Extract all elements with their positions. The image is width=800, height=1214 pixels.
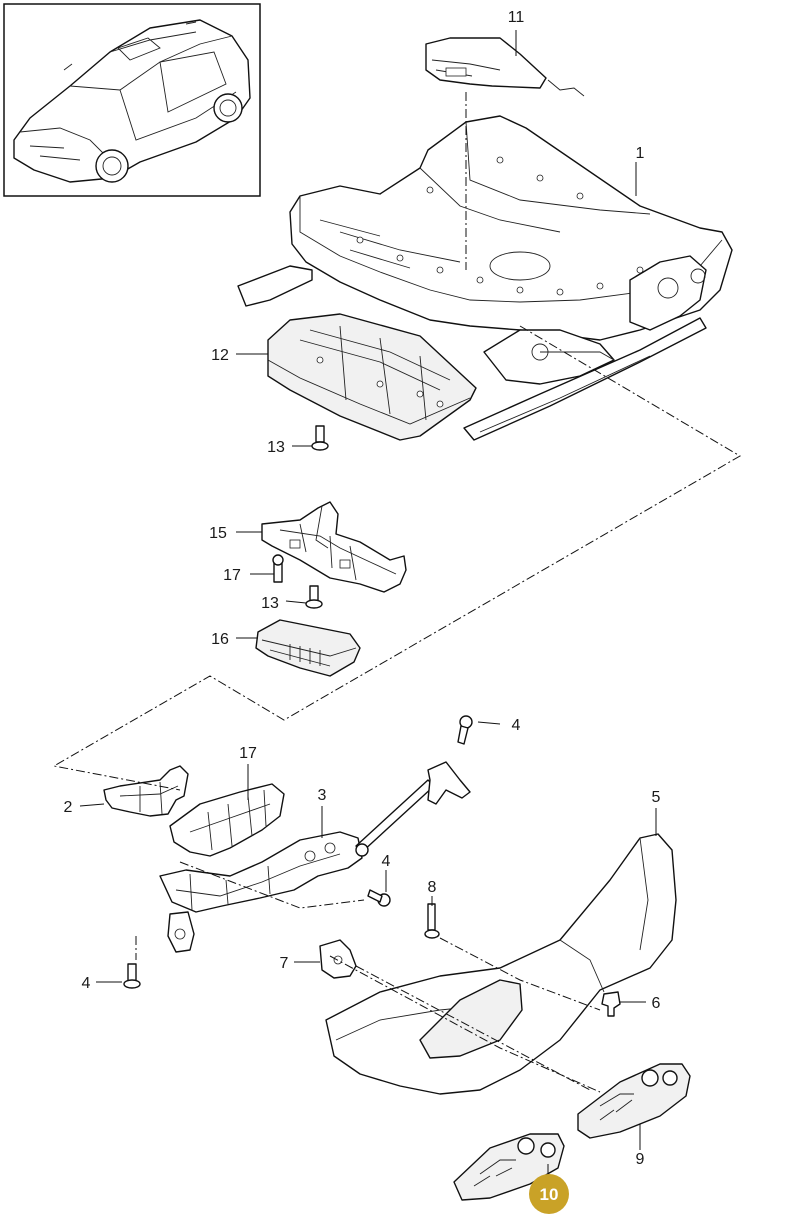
vehicle-thumbnail [3, 3, 261, 197]
leader-lines [79, 30, 657, 1180]
callout-9: 9 [636, 1151, 645, 1168]
callout-4-lower: 4 [82, 975, 91, 992]
callout-17-upper: 17 [223, 567, 241, 584]
callout-10-highlight[interactable]: 10 [529, 1174, 569, 1214]
part-bracket-2 [103, 765, 189, 817]
callout-labels: 11 1 12 13 15 17 13 16 4 17 2 3 5 4 8 7 … [64, 9, 661, 1168]
part-guide-17 [169, 783, 285, 857]
callout-7: 7 [280, 955, 289, 972]
callout-2: 2 [64, 799, 73, 816]
part-side-panel-5 [325, 833, 677, 1095]
part-switch-panel-9 [577, 1063, 691, 1139]
part-cover-11 [425, 37, 585, 97]
callout-8: 8 [428, 879, 437, 896]
screw-4-lower [123, 963, 141, 989]
callout-4-upper: 4 [512, 717, 521, 734]
callout-17-lower: 17 [239, 745, 257, 762]
callout-13-upper: 13 [267, 439, 285, 456]
callout-11: 11 [508, 9, 525, 26]
screw-8 [424, 903, 440, 939]
callout-16: 16 [211, 631, 229, 648]
highlight-badge[interactable] [529, 1174, 569, 1214]
callout-4-middle: 4 [382, 853, 391, 870]
callout-12: 12 [211, 347, 229, 364]
alignment-lines [52, 92, 741, 1093]
part-adjuster-3 [159, 761, 471, 953]
callout-3: 3 [318, 787, 327, 804]
part-clip-6 [601, 991, 621, 1017]
part-seat-frame-1 [237, 115, 733, 441]
part-switch-panel-10 [453, 1133, 565, 1201]
callout-5: 5 [652, 789, 661, 806]
screw-4-middle [367, 889, 391, 907]
screw-13-upper [311, 425, 329, 451]
part-control-module-16 [255, 619, 361, 677]
callout-15: 15 [209, 525, 227, 542]
screw-13-middle [305, 585, 323, 609]
screw-17-upper [272, 554, 284, 583]
callout-10[interactable]: 10 [540, 1185, 559, 1204]
screw-4-upper [457, 715, 473, 745]
callout-1: 1 [636, 145, 645, 162]
callout-13-middle: 13 [261, 595, 279, 612]
part-clip-7 [319, 939, 357, 979]
part-bracket-15 [261, 501, 407, 593]
part-tray-12 [267, 313, 477, 441]
callout-6: 6 [652, 995, 661, 1012]
